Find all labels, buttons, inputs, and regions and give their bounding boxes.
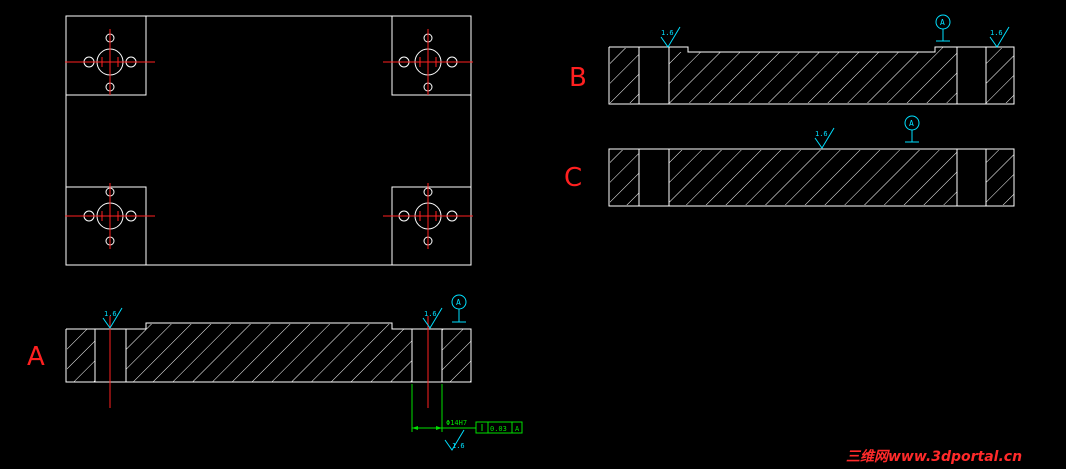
datum-symbol: A xyxy=(935,14,951,42)
svg-text:1.6: 1.6 xyxy=(104,310,117,318)
section-b-label: B xyxy=(569,63,587,93)
roughness-symbol: 1.6 xyxy=(660,26,681,48)
section-a-label: A xyxy=(27,342,45,372)
hole-pattern-top-right xyxy=(383,29,473,95)
roughness-symbol: 1.6 xyxy=(422,307,443,329)
svg-text:A: A xyxy=(940,18,945,27)
hole-pattern-bottom-right xyxy=(383,183,473,249)
svg-text:1.6: 1.6 xyxy=(990,29,1003,37)
roughness-symbol: 1.6 xyxy=(444,429,465,451)
svg-text:0.03: 0.03 xyxy=(490,425,507,433)
plan-view xyxy=(65,15,473,266)
hole-pattern-top-left xyxy=(65,29,155,95)
datum-symbol: A xyxy=(451,294,467,323)
svg-text:1.6: 1.6 xyxy=(661,29,674,37)
bore-dimension-text: Φ14H7 xyxy=(446,419,467,427)
svg-text:1.6: 1.6 xyxy=(815,130,828,138)
roughness-symbol: 1.6 xyxy=(814,127,835,149)
bore-dimension: Φ14H7 0.03 A xyxy=(411,384,523,434)
section-c: C 1.6 A xyxy=(564,115,1015,207)
roughness-symbol: 1.6 xyxy=(989,26,1010,48)
svg-text:A: A xyxy=(909,119,914,128)
hole-pattern-bottom-left xyxy=(65,183,155,249)
datum-symbol: A xyxy=(904,115,920,143)
section-b: B 1.6 1.6 A xyxy=(569,14,1015,105)
section-c-label: C xyxy=(564,163,582,193)
svg-text:1.6: 1.6 xyxy=(424,310,437,318)
watermark: 三维网www.3dportal.cn xyxy=(846,448,1022,465)
roughness-symbol: 1.6 xyxy=(102,307,123,329)
svg-text:A: A xyxy=(456,298,461,307)
svg-text:A: A xyxy=(515,425,520,433)
section-a: A 1.6 1.6 A xyxy=(27,294,523,451)
svg-text:1.6: 1.6 xyxy=(452,442,465,450)
